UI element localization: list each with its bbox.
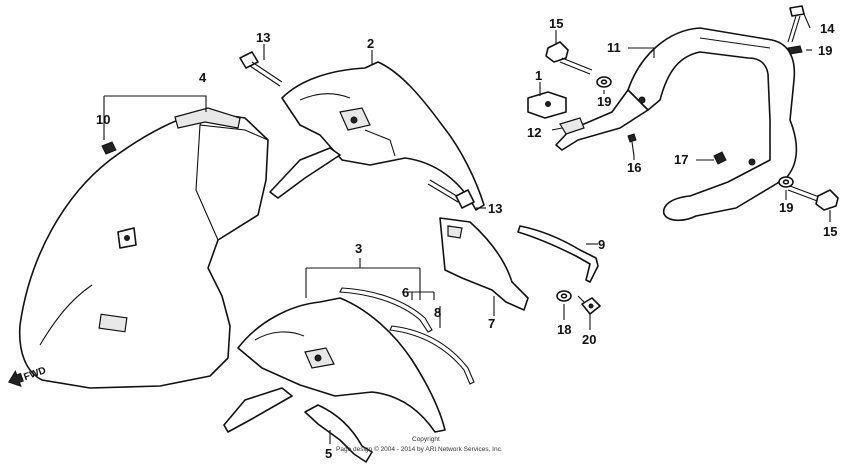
callout-19-a: 19 bbox=[597, 94, 611, 109]
clip-part-12[interactable] bbox=[559, 117, 585, 135]
trim-strip-part-6[interactable] bbox=[339, 287, 433, 333]
callout-15-upper: 15 bbox=[549, 16, 563, 31]
callout-1: 1 bbox=[535, 68, 542, 83]
callout-14: 14 bbox=[820, 21, 835, 36]
callout-18: 18 bbox=[557, 322, 571, 337]
bracket-part-1[interactable] bbox=[527, 91, 567, 119]
screw-part-16[interactable] bbox=[627, 133, 637, 157]
callout-10: 10 bbox=[96, 112, 110, 127]
washer-part-18[interactable] bbox=[556, 290, 572, 302]
callout-19-c: 19 bbox=[779, 200, 793, 215]
nut-part-17[interactable] bbox=[713, 151, 727, 165]
callout-16: 16 bbox=[627, 160, 641, 175]
copyright-notice: Copyright Page design © 2004 - 2014 by A… bbox=[336, 436, 503, 453]
callout-4: 4 bbox=[199, 70, 207, 85]
callout-8: 8 bbox=[434, 305, 441, 320]
callout-12: 12 bbox=[527, 125, 541, 140]
rear-fender-part-4[interactable] bbox=[18, 107, 269, 389]
callout-6: 6 bbox=[402, 285, 409, 300]
panel-part-7[interactable] bbox=[439, 217, 529, 311]
leader-lines bbox=[103, 13, 831, 444]
bolt-part-14[interactable] bbox=[787, 5, 805, 43]
callout-11: 11 bbox=[607, 40, 621, 55]
copyright-line-1: Copyright bbox=[412, 436, 440, 443]
washer-part-19-c[interactable] bbox=[778, 176, 794, 188]
callout-20: 20 bbox=[582, 332, 596, 347]
callout-3: 3 bbox=[355, 241, 362, 256]
fender-section-part-2[interactable] bbox=[269, 61, 485, 211]
washer-part-19-b[interactable] bbox=[787, 45, 803, 55]
trim-strip-part-8[interactable] bbox=[389, 325, 475, 385]
nut-part-10[interactable] bbox=[101, 141, 117, 155]
callout-19-b: 19 bbox=[818, 43, 832, 58]
bolt-part-13-lower[interactable] bbox=[427, 179, 475, 209]
fender-section-part-3[interactable] bbox=[223, 297, 446, 433]
bolt-part-15-upper[interactable] bbox=[545, 41, 593, 75]
bolt-part-13-upper[interactable] bbox=[239, 51, 283, 87]
callout-2: 2 bbox=[367, 36, 374, 51]
callout-9: 9 bbox=[598, 237, 605, 252]
callout-7: 7 bbox=[488, 316, 495, 331]
bolt-part-20[interactable] bbox=[577, 295, 601, 315]
washer-part-19-a[interactable] bbox=[596, 76, 612, 88]
stay-part-5[interactable] bbox=[304, 404, 373, 463]
callout-17: 17 bbox=[674, 152, 688, 167]
callout-15-lower: 15 bbox=[823, 224, 837, 239]
callout-13-upper: 13 bbox=[256, 30, 270, 45]
callout-labels: 4 10 13 2 13 3 6 8 7 9 5 15 1 19 12 11 1… bbox=[96, 16, 837, 461]
copyright-line-2: Page design © 2004 - 2014 by ARI Network… bbox=[336, 445, 503, 453]
stay-rod-part-9[interactable] bbox=[517, 225, 599, 283]
grab-rail-part-11[interactable] bbox=[555, 27, 798, 222]
bolt-part-15-lower[interactable] bbox=[787, 185, 839, 211]
callout-5: 5 bbox=[325, 446, 332, 461]
callout-13-lower: 13 bbox=[488, 201, 502, 216]
